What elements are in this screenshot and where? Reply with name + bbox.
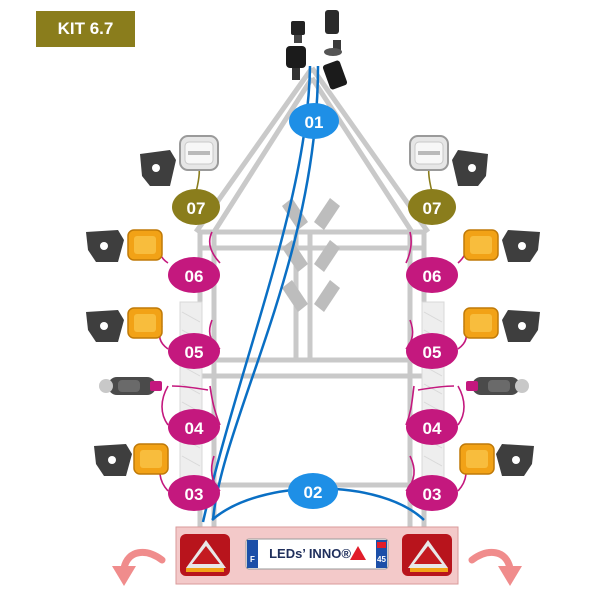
- node-03-right: 03: [406, 475, 458, 511]
- node-07-left: 07: [172, 189, 220, 225]
- cable-clip: [314, 280, 340, 312]
- side-marker-lamp-amber-right: [463, 229, 499, 261]
- node-06-label: 06: [185, 267, 204, 286]
- mudguard-right: [421, 301, 445, 483]
- node-04-label: 04: [185, 419, 204, 438]
- reversing-lamp-right: [466, 377, 529, 395]
- node-01: 01: [289, 103, 339, 139]
- cable-clip: [282, 240, 308, 272]
- mounting-bracket-icon: [452, 150, 488, 186]
- node-07-label: 07: [187, 199, 206, 218]
- reversing-lamp-left: [99, 377, 162, 395]
- node-05-right: 05: [406, 333, 458, 369]
- rotate-arrow-right-icon: [468, 549, 522, 586]
- plate-brand: LEDs’ INNO®: [269, 546, 351, 561]
- kit-badge: KIT 6.7: [36, 11, 135, 47]
- plug-connector-adapter: [322, 10, 348, 90]
- mounting-bracket-icon: [86, 230, 124, 262]
- side-marker-lamp-amber-left: [127, 307, 163, 339]
- mounting-bracket-icon: [86, 310, 124, 342]
- node-04-right: 04: [406, 409, 458, 445]
- mudguard-left: [179, 301, 203, 483]
- node-06-label: 06: [423, 267, 442, 286]
- license-plate: F 45 LEDs’ INNO®: [245, 538, 389, 570]
- node-02-label: 02: [304, 483, 323, 502]
- side-marker-lamp-amber-right: [463, 307, 499, 339]
- node-03-label: 03: [423, 485, 442, 504]
- node-03-left: 03: [168, 475, 220, 511]
- reverse-light-wires: [171, 385, 455, 391]
- node-04-left: 04: [168, 409, 220, 445]
- node-03-label: 03: [185, 485, 204, 504]
- side-marker-lamp-amber-left: [127, 229, 163, 261]
- plate-number: 45: [377, 555, 386, 564]
- node-07-label: 07: [423, 199, 442, 218]
- cable-clip: [314, 198, 340, 230]
- node-06-right: 06: [406, 257, 458, 293]
- mounting-bracket-icon: [502, 310, 540, 342]
- node-04-label: 04: [423, 419, 442, 438]
- rear-lamp-left: [180, 534, 230, 576]
- mounting-bracket-icon: [502, 230, 540, 262]
- cable-clip: [282, 280, 308, 312]
- rear-lamp-right: [402, 534, 452, 576]
- node-06-left: 06: [168, 257, 220, 293]
- cable-clip: [314, 240, 340, 272]
- node-07-right: 07: [408, 189, 456, 225]
- node-05-label: 05: [423, 343, 442, 362]
- node-02: 02: [288, 473, 338, 509]
- node-01-label: 01: [305, 113, 324, 132]
- side-marker-lamp-amber-right: [459, 443, 495, 475]
- mounting-bracket-icon: [140, 150, 176, 186]
- side-marker-lamp-amber-left: [133, 443, 169, 475]
- rotate-arrow-left-icon: [112, 549, 166, 586]
- plate-country: F: [250, 555, 255, 564]
- mounting-bracket-icon: [94, 444, 132, 476]
- mounting-bracket-icon: [496, 444, 534, 476]
- front-marker-lamp-right: [409, 135, 449, 171]
- node-05-label: 05: [185, 343, 204, 362]
- node-05-left: 05: [168, 333, 220, 369]
- warning-triangle-icon: [350, 546, 366, 560]
- cable-clips: [282, 198, 340, 312]
- cable-clip: [282, 198, 308, 230]
- plug-connector-13pin: [286, 21, 306, 80]
- front-marker-lamp-left: [179, 135, 219, 171]
